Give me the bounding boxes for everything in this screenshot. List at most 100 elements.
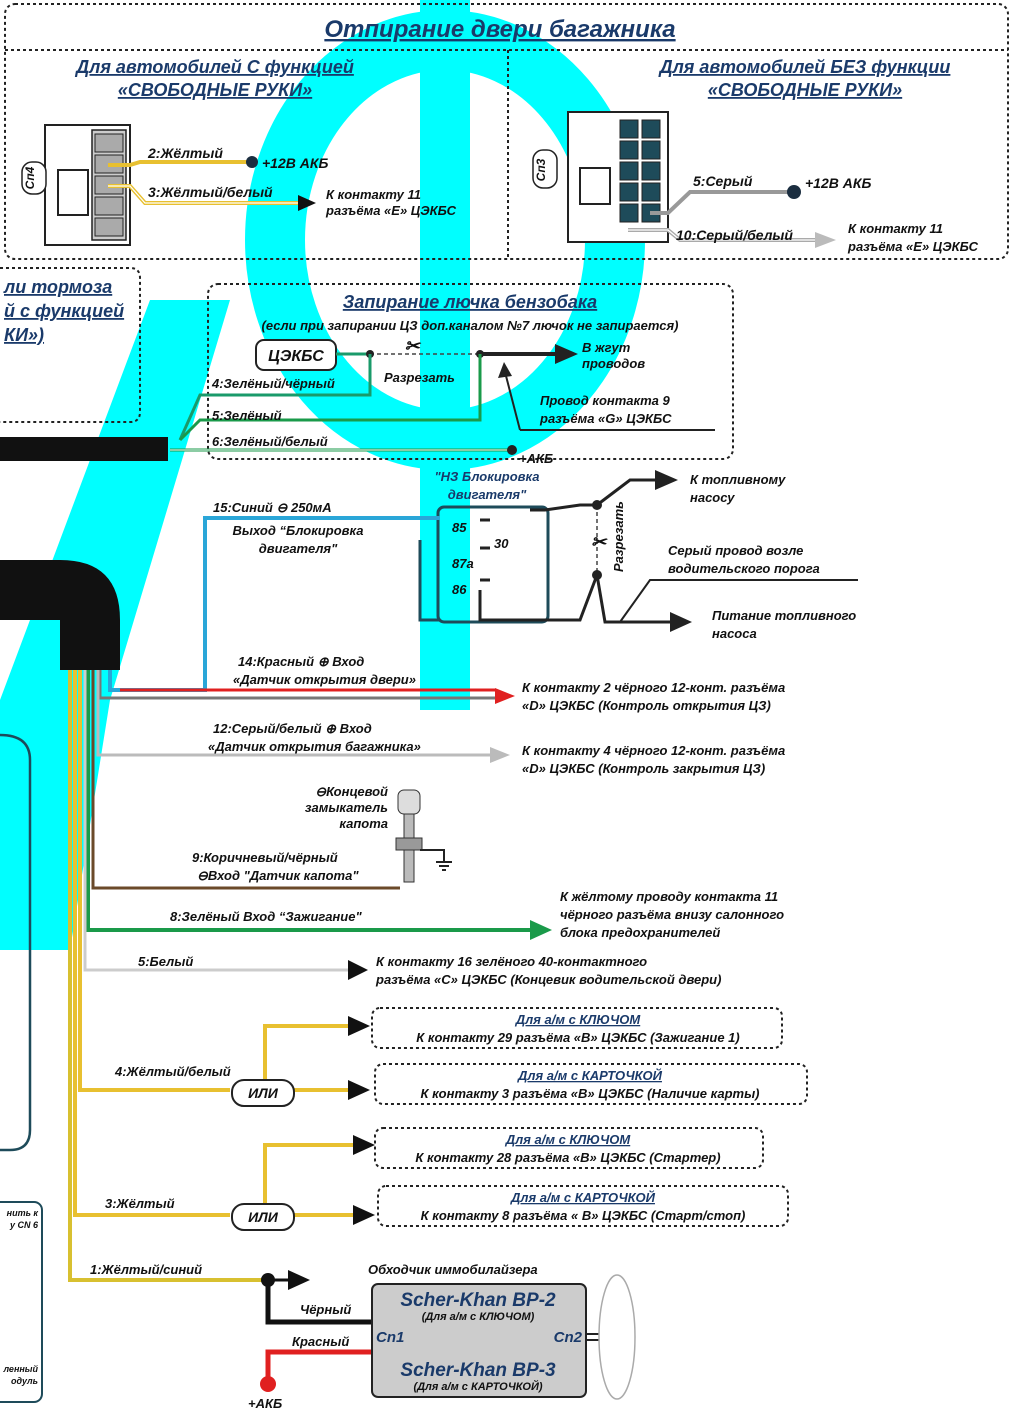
relay-cut: Разрезать (611, 501, 626, 572)
relay-power-2: насоса (712, 626, 757, 641)
hood-label-1: ⊖Концевой (315, 784, 388, 799)
cn3-wire10-label: 10:Серый/белый (676, 227, 793, 243)
harness-upper (0, 437, 168, 461)
fuel-lid-box (207, 283, 734, 460)
relay-power-1: Питание топливного (712, 608, 856, 623)
left-note-1: нить к (7, 1208, 39, 1218)
ignition-card-text: К контакту 3 разъёма «B» ЦЭКБС (Наличие … (420, 1086, 759, 1101)
ignition-or-badge (231, 1079, 295, 1107)
relay-pin86: 86 (452, 582, 467, 597)
cn4-wire3-label: 3:Жёлтый/белый (148, 184, 273, 200)
bypass-akb: +АКБ (248, 1396, 282, 1411)
input-wire8-target-1: К жёлтому проводу контакта 11 (560, 889, 778, 904)
cekbs-label: ЦЭКБС (268, 348, 324, 365)
relay-scissors-icon: ✂ (591, 532, 608, 552)
cn4-wire2-label: 2:Жёлтый (147, 145, 223, 161)
input-wire9-1: 9:Коричневый/чёрный (192, 850, 338, 865)
hood-label-3: капота (339, 816, 388, 831)
with-hf-heading-1: Для автомобилей С функцией (74, 57, 354, 77)
input-wire9-2: ⊖Вход "Датчик капота" (197, 868, 359, 883)
with-hf-heading-2: «СВОБОДНЫЕ РУКИ» (118, 80, 312, 100)
cn3-wire5-target: +12В АКБ (805, 175, 871, 191)
fuel-lid-wire4: 4:Зелёный/чёрный (211, 376, 335, 391)
starter-key-box (374, 1127, 764, 1169)
ignition-card-title: Для а/м с КАРТОЧКОЙ (517, 1067, 663, 1083)
ignition-key-title: Для а/м с КЛЮЧОМ (515, 1012, 642, 1027)
input-wire5-target-1: К контакту 16 зелёного 40-контактного (376, 954, 647, 969)
left-module-2: одуль (11, 1376, 38, 1386)
input-wire12-2: «Датчик открытия багажника» (208, 739, 421, 754)
starter-key-text: К контакту 28 разъёма «B» ЦЭКБС (Стартер… (415, 1150, 720, 1165)
ignition-key-text: К контакту 29 разъёма «B» ЦЭКБС (Зажиган… (416, 1030, 739, 1045)
bypass-cn2: Cn2 (554, 1329, 583, 1346)
bypass-bp3: Scher-Khan BP-3 (400, 1360, 556, 1381)
left-module-box (0, 1201, 43, 1403)
input-wire5: 5:Белый (138, 954, 193, 969)
cn3-wire5-label: 5:Серый (693, 173, 753, 189)
input-wire12-target-2: «D» ЦЭКБС (Контроль закрытия ЦЗ) (522, 761, 765, 776)
trunk-unlock-title: Отпирание двери багажника (324, 16, 675, 43)
relay-output-2: двигателя" (259, 541, 338, 556)
relay-pump-2: насосу (690, 490, 735, 505)
fuel-lid-harness-2: проводов (582, 356, 645, 371)
fuel-lid-cut: Разрезать (384, 370, 455, 385)
cn3-wire10-target-1: К контакту 11 (848, 221, 943, 236)
fuel-lid-pin9-2: разъёма «G» ЦЭКБС (539, 411, 672, 426)
fuel-lid-wire6: 6:Зелёный/белый (212, 434, 328, 449)
brake-box-line1: ли тормоза (3, 277, 112, 297)
relay-title-1: "НЗ Блокировка (435, 469, 540, 484)
harness-main (0, 560, 120, 670)
bypass-antenna-coil (598, 1274, 636, 1400)
relay-wire15: 15:Синий ⊖ 250мА (213, 500, 332, 515)
brake-box-line3: КИ») (4, 325, 44, 345)
bypass-title: Обходчик иммобилайзера (368, 1262, 538, 1277)
cn3-wire10-target-2: разъёма «E» ЦЭКБС (847, 239, 979, 254)
fuel-lid-wire5: 5:Зелёный (212, 408, 282, 423)
without-hf-heading-1: Для автомобилей БЕЗ функции (658, 57, 951, 77)
bypass-red: Красный (292, 1334, 349, 1349)
starter-or: ИЛИ (248, 1209, 279, 1225)
fuel-lid-pin9-1: Провод контакта 9 (540, 393, 671, 408)
cn4-wire3-target-1: К контакту 11 (326, 187, 421, 202)
cn4-label: Сп4 (23, 166, 37, 189)
input-wire14-1: 14:Красный ⊕ Вход (238, 654, 364, 669)
input-wire8-target-2: чёрного разъёма внизу салонного (560, 907, 784, 922)
ignition-or: ИЛИ (248, 1085, 279, 1101)
input-wire5-target-2: разъёма «С» ЦЭКБС (Концевик водительской… (375, 972, 721, 987)
cn3-connector: Сп3 (532, 111, 669, 243)
relay-grey-2: водительского порога (668, 561, 820, 576)
relay-pin87a: 87а (452, 556, 474, 571)
starter-card-title: Для а/м с КАРТОЧКОЙ (510, 1189, 656, 1205)
bypass-bp2-sub: (Для а/м с КЛЮЧОМ) (422, 1311, 535, 1323)
fuel-lid-harness-1: В жгут (582, 340, 631, 355)
relay-title-2: двигателя" (448, 487, 527, 502)
bypass-black: Чёрный (300, 1302, 351, 1317)
starter-or-badge (231, 1203, 295, 1231)
left-note-2: у CN 6 (9, 1220, 39, 1230)
starter-key-title: Для а/м с КЛЮЧОМ (505, 1132, 632, 1147)
fuel-lid-subtitle: (если при запирании ЦЗ доп.каналом №7 лю… (262, 318, 679, 333)
relay-pump-1: К топливному (690, 472, 786, 487)
hood-label-2: замыкатель (305, 800, 388, 815)
bypass-cn1: Cn1 (376, 1329, 404, 1346)
fuel-lid-title: Запирание лючка бензобака (343, 292, 597, 312)
without-hf-heading-2: «СВОБОДНЫЕ РУКИ» (708, 80, 902, 100)
starter-wire3: 3:Жёлтый (105, 1196, 175, 1211)
brake-box (0, 267, 141, 423)
ignition-wire4: 4:Жёлтый/белый (114, 1064, 231, 1079)
relay-box (436, 505, 550, 624)
fuel-lid-akb: +АКБ (519, 451, 553, 466)
input-wire12-target-1: К контакту 4 чёрного 12-конт. разъёма (522, 743, 785, 758)
hood-switch (395, 789, 452, 883)
ignition-card-box (374, 1063, 808, 1105)
bypass-wire1: 1:Жёлтый/синий (90, 1262, 202, 1277)
bypass-bp2: Scher-Khan BP-2 (400, 1290, 556, 1311)
relay-grey-1: Серый провод возле (668, 543, 803, 558)
input-wire14-2: «Датчик открытия двери» (233, 672, 416, 687)
input-wire14-target-2: «D» ЦЭКБС (Контроль открытия ЦЗ) (522, 698, 771, 713)
input-wire8-target-3: блока предохранителей (560, 925, 720, 940)
starter-card-text: К контакту 8 разъёма « B» ЦЭКБС (Старт/с… (421, 1208, 746, 1223)
relay-pin30: 30 (494, 536, 509, 551)
brake-box-line2: й с функцией (4, 301, 124, 321)
